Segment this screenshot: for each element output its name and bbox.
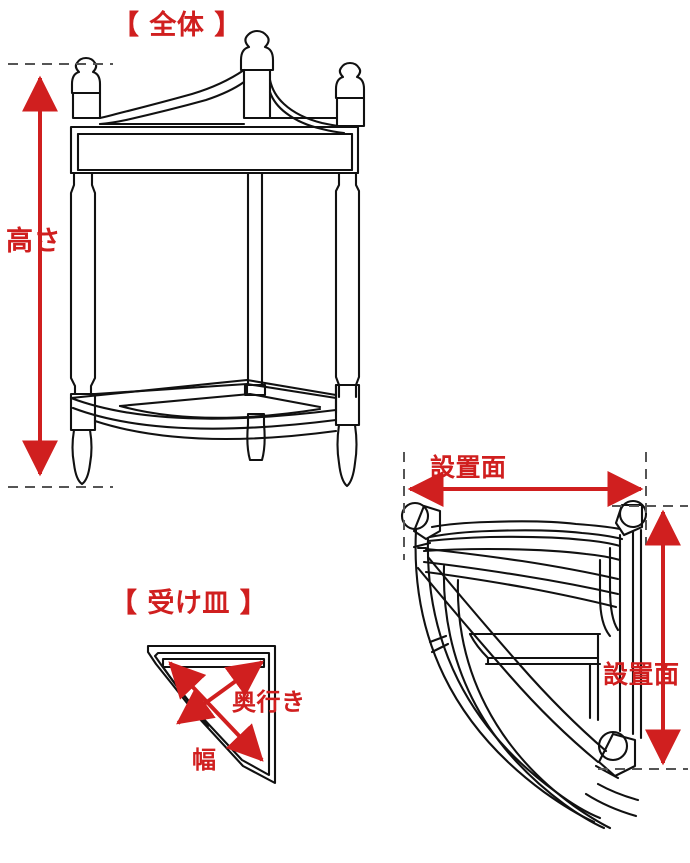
rear-apron-edge-bottom [422,547,622,562]
finial-left-block [71,91,102,120]
label-footprint-vertical: 設置面 [603,660,680,689]
top-edge-left-curve [98,68,246,120]
shelf-inner-triangle-top [118,392,322,409]
finial-right-block [335,96,366,128]
top-edge-left-curve2 [98,80,246,126]
inner-shelf-top-fold [468,632,490,660]
right-rail-inner-fold2 [598,558,612,638]
top-edge-right-curve [268,78,348,129]
arrow-depth [176,660,264,725]
front-skirt-curve-4 [456,578,612,830]
front-skirt-curve-3 [442,564,606,830]
front-skirt-notch-b [430,642,450,654]
label-width-dimension: 幅 [192,746,217,774]
front-skirt-curve-outer [414,528,596,824]
shelf-top-back-edges-inner [93,382,338,400]
top-edge-right-curve2 [268,90,346,135]
shelf-front-edge-bottom [93,419,338,441]
foot-left [71,428,93,486]
leg-left-inner [89,171,97,396]
rear-apron-edge-top [430,520,622,531]
shelf-top-back-edges [69,378,338,400]
front-skirt-notch-c [412,541,432,549]
label-footprint-horizontal: 設置面 [430,453,507,482]
front-skirt-tail-inner [584,792,638,818]
footprint-view-linework [400,499,648,830]
label-overall-view: 【 全体 】 [112,10,242,41]
leg-left-block [69,392,97,432]
saucer-rim-top [161,657,266,669]
overall-view-linework [69,29,366,488]
foot-block-rear-left [412,504,442,541]
apron-band-a [424,547,620,581]
foot-block-rear-right [614,503,644,537]
shelf-front-curve-inner [71,406,338,430]
finial-center-block [242,68,272,120]
dimension-arrows [22,75,681,766]
rear-apron-edge-mid [426,535,622,548]
apron-band-c [424,570,618,609]
label-depth-dimension: 奥行き [232,688,306,716]
finial-left [70,56,102,95]
apron-band-b [422,560,620,596]
finial-right [334,61,366,100]
shelf-front-curve-outer [69,396,338,420]
front-skirt-curve-2 [426,536,602,820]
leg-right-inner [354,171,361,399]
label-height-dimension: 高さ [6,226,61,257]
leg-right-outer [334,171,341,399]
right-rail-inner-fold [608,546,620,632]
diagonal-brace-inner [416,566,600,764]
label-saucer-view: 【 受け皿 】 [110,588,268,619]
foot-block-front [597,732,637,778]
rear-apron-edge-top2 [428,529,624,541]
foot-right [336,423,358,488]
leg-left-outer [69,171,77,396]
finial-center [239,29,275,72]
front-skirt-notch-a [428,634,448,644]
front-skirt-tail-outer [596,782,640,802]
